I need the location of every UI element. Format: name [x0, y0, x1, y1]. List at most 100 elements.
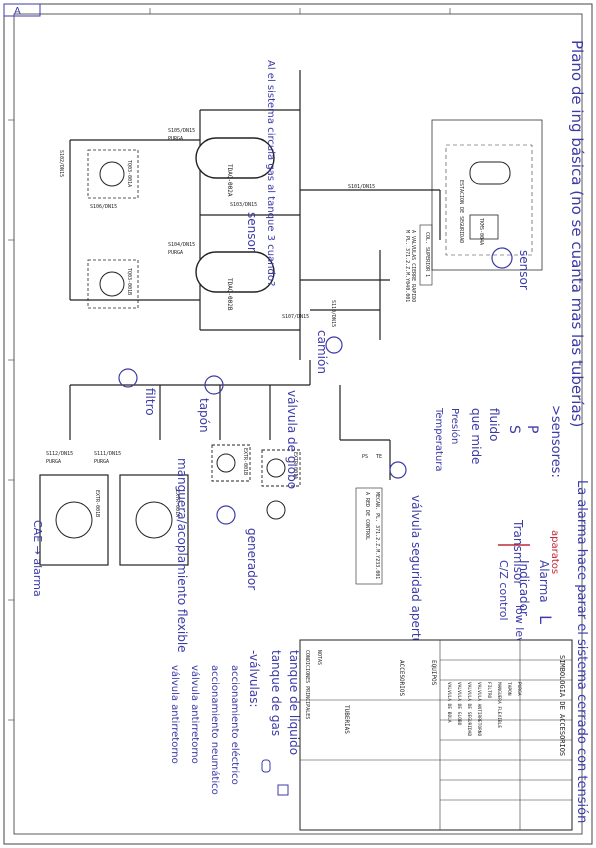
vap-b-tag: EXTR-001B [94, 490, 100, 517]
sensor-s: S [506, 425, 522, 434]
right-handwriting: La alarma hace parar el sistema cerrado … [574, 480, 589, 823]
gen-left-hand-circle [216, 505, 236, 525]
purga-low-1: PURGA [46, 459, 61, 465]
purga-low-2: PURGA [94, 459, 109, 465]
transmisor-label: Transmisor [511, 519, 525, 585]
pump-top-skid [87, 149, 139, 199]
tank-liquid-symbol [277, 784, 289, 796]
safety-zone [431, 119, 543, 271]
legend-rows: VALVULA DE BOLA VALVULA DE GLOBO VALVULA… [446, 682, 522, 736]
gen-left-tag: EXTR-001B [242, 448, 248, 475]
legend-notas: NOTAS [316, 650, 322, 665]
purga-top: PURGA [168, 136, 183, 142]
vaporizer-right [119, 474, 189, 566]
sensors-title: >sensores: [548, 405, 563, 478]
pump-top-tag: TQ03-001A [126, 160, 132, 187]
legend-tuberias: TUBERIAS [343, 705, 350, 734]
col-superior: COL. SUPERIOR 1 [424, 232, 430, 277]
sensor-mid-label: sensor [245, 212, 259, 252]
presion-label: Presión [449, 408, 461, 444]
generador-label: generador [245, 528, 259, 590]
valvulas-title: -válvulas: [247, 650, 261, 708]
legend-accesorios: ACCESORIOS [398, 660, 405, 697]
valves-note-2: M PL. 371.2.Z.M.Y040.001 [404, 230, 410, 302]
cae-alarma-label: CAE → alarma [31, 520, 44, 597]
vaporizer-right-coil [135, 501, 173, 539]
fluido-label: fluido [487, 408, 501, 441]
aparatos-label: aparatos [549, 530, 560, 574]
gen-right-skid [261, 449, 301, 487]
camion-label: camión [315, 330, 329, 374]
tanque-liquido-label: tanque de líquido [287, 650, 301, 755]
safety-tank [469, 161, 511, 185]
control-note-2: MECAN. PL. 371.2.Z.M.Y233.001 [374, 492, 380, 579]
vaporizer-left [39, 474, 109, 566]
line-s106: S106/DN15 [90, 204, 117, 210]
control-note: A RED DE CONTROL [364, 492, 370, 540]
legend-block [299, 639, 573, 831]
legend-row-7: PURGA [516, 682, 522, 696]
legend-row-5: MANGUERA FLEXIBLE [496, 682, 502, 728]
valvula-globo-label: válvula de globo [285, 390, 299, 489]
tapon-circle [204, 375, 224, 395]
sheet-mark: A [14, 6, 21, 17]
control-label: C/Z control [497, 560, 510, 621]
tank-bottom-tag: TDAQ-002B [226, 278, 233, 311]
legend-condiciones: CONDICIONES PRINCIPALES [304, 650, 310, 719]
line-s111: S111/DN15 [94, 451, 121, 457]
valve-type-3: válvula antirretorno [189, 665, 201, 764]
sensor-p: P [524, 425, 540, 433]
circuit-note: Al el sistema circula gas al tanque 3 cu… [265, 60, 276, 286]
vap-a-tag: EXTR-001A [174, 490, 180, 517]
zone-label: ESTACION DE SEGURIDAD [458, 180, 464, 243]
pump-bottom [99, 271, 125, 297]
line-s104: S104/DN15 [168, 242, 195, 248]
line-s105: S105/DN15 [168, 128, 195, 134]
letter-l: L [536, 615, 555, 624]
tank-seg-tag: TKMS-004A [478, 218, 484, 245]
drawing-frame [13, 13, 583, 835]
gen-left [216, 453, 236, 473]
valve-type-4: válvula antirretorno [169, 665, 181, 764]
sheet-mark-box [3, 3, 41, 17]
title-handwriting: Plano de ing básica (no se cuanta mas la… [568, 40, 586, 427]
sensor-circle-right [491, 247, 513, 269]
legend-row-4: FILTRO [486, 682, 492, 699]
pump-top [99, 161, 125, 187]
alarma-label: Alarma [537, 560, 551, 603]
tanque-gas-label: tanque de gas [269, 650, 283, 736]
legend-row-1: VALVULA DE GLOBO [456, 682, 462, 726]
indicador-label: Indicador [517, 560, 531, 616]
legend-row-2: VALVULA DE SEGURIDAD [466, 682, 472, 736]
tank-top [195, 137, 275, 179]
temperatura-label: Temperatura [433, 407, 444, 472]
legend-equipos: EQUIPOS [430, 660, 437, 686]
que-mide-label: que mide [469, 408, 483, 464]
purga-mid: PURGA [168, 250, 183, 256]
valves-note-box [419, 224, 433, 286]
line-s107: S107/DN15 [282, 314, 309, 320]
line-s113: S103/DN15 [230, 202, 257, 208]
gen-right-tag: EXTR-001A [292, 452, 298, 479]
filtro-label: filtro [143, 388, 157, 416]
line-s110: S110/DN15 [330, 300, 336, 327]
camion-circle [325, 336, 343, 354]
gen-right-lower [266, 500, 286, 520]
tank-bottom [195, 251, 275, 293]
line-s102: S102/DN15 [58, 150, 64, 177]
safety-valve-circle [389, 461, 407, 479]
tag-te: TE [376, 454, 382, 460]
control-note-box [355, 487, 383, 585]
pump-bottom-skid [87, 259, 139, 309]
legend-title: SIMBOLOGIA DE ACCESORIOS [558, 655, 566, 756]
filter-circle [118, 368, 138, 388]
sensor-right-label: sensor [517, 250, 531, 290]
pump-bottom-tag: TQ03-001B [126, 268, 132, 295]
line-s112: S112/DN15 [46, 451, 73, 457]
safety-zone-inner [445, 144, 533, 256]
safety-tank-box [469, 214, 499, 240]
legend-row-3: VALVULA ANTIRRETORNO [476, 682, 482, 736]
vaporizer-left-coil [55, 501, 93, 539]
valve-type-1: accionamiento eléctrico [229, 665, 241, 785]
